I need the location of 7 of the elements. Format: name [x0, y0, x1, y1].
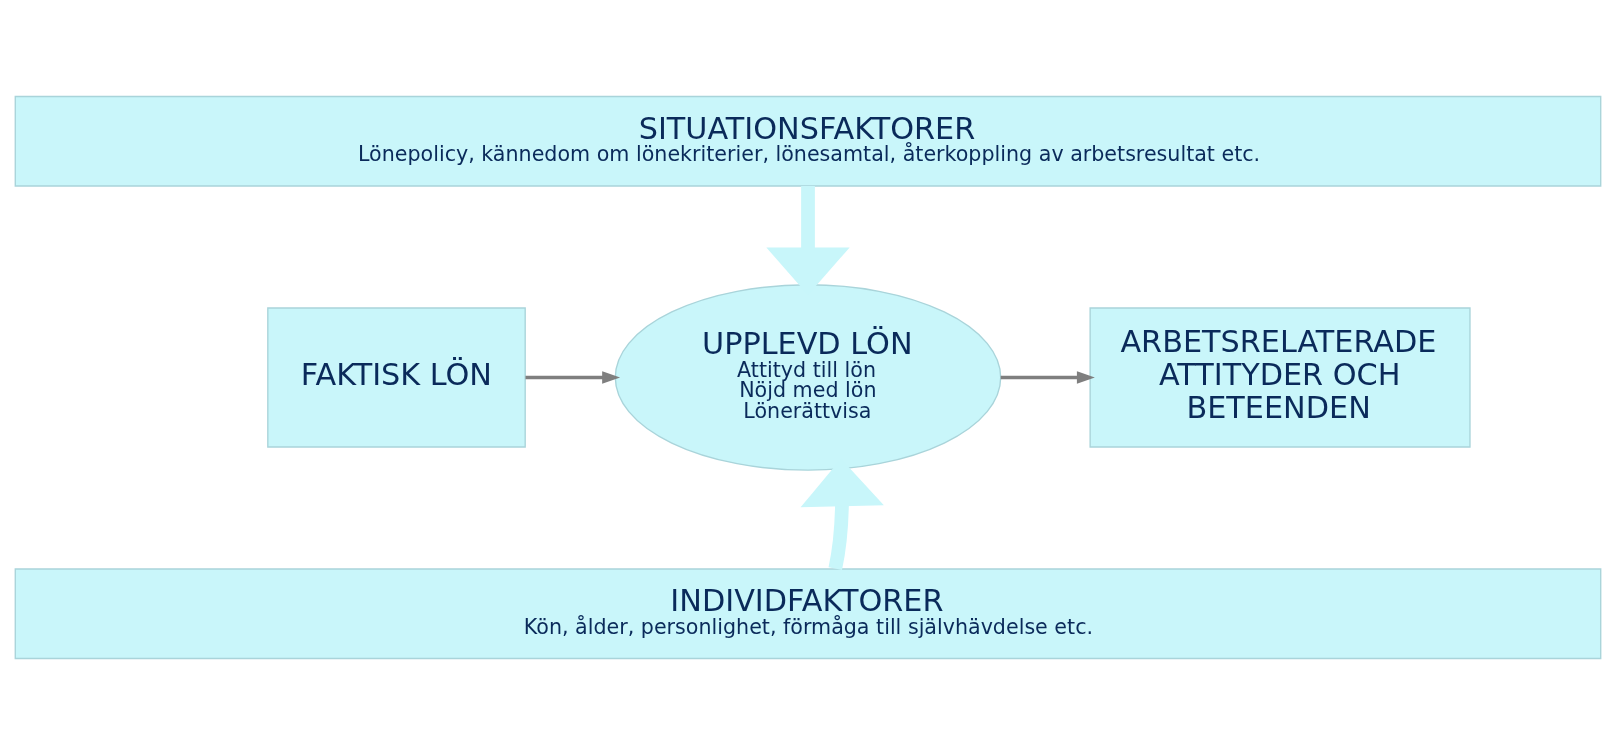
arrow: [1000, 370, 1095, 384]
arrow: [525, 370, 620, 384]
node-box: INDIVIDFAKTORER Kön, ålder, personlighet, förmåga till självhävdelse etc.: [14, 567, 1601, 659]
node-box: ARBETSRELATERADE ATTITYDER OCH BETEENDEN: [1088, 306, 1471, 448]
node-ellipse: UPPLEVD LÖN Attityd till lön Nöjd med lön Lönerättvisa: [614, 283, 1001, 471]
node-box: FAKTISK LÖN: [266, 306, 526, 448]
node-box: SITUATIONSFAKTORER Lönepolicy, kännedom om lönekriterier, lönesamtal, återkoppling av arbetsresultat etc.: [14, 95, 1601, 187]
